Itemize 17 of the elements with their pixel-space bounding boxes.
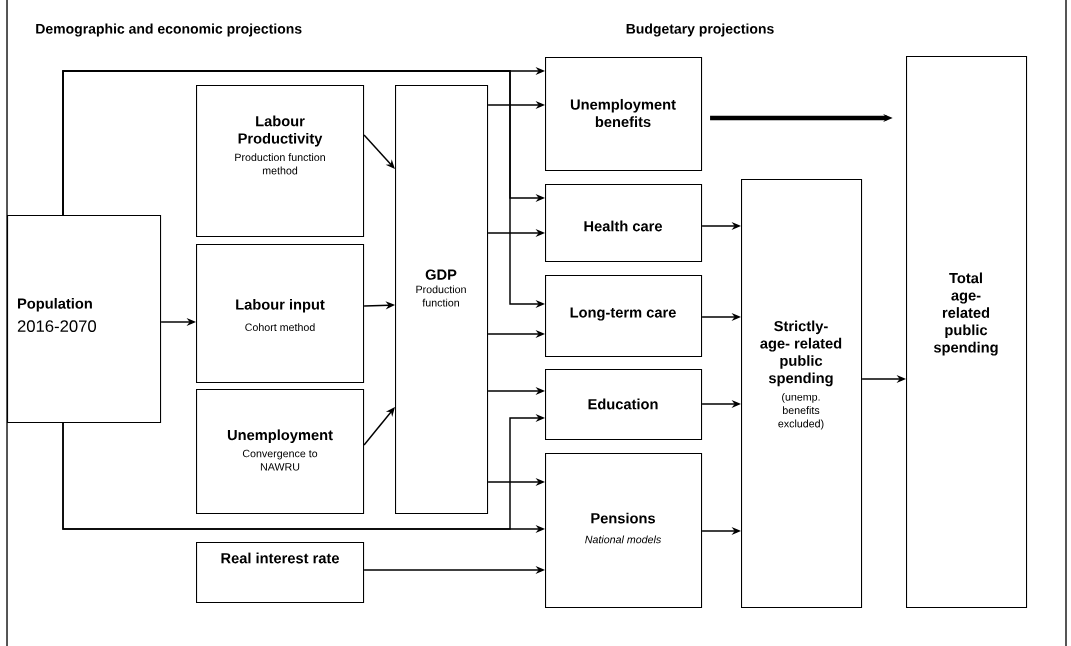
arrow [363, 134, 395, 169]
process-box: GDP Production function [395, 85, 489, 515]
process-box: Unemployment benefits [545, 57, 703, 172]
process-box: Unemployment Convergence to NAWRU [196, 389, 365, 515]
process-box: Long-term care [545, 275, 703, 358]
process-box: Health care [545, 184, 703, 263]
process-box: Labour input Cohort method [196, 244, 365, 384]
process-box: Labour Productivity Production function method [196, 85, 365, 238]
process-box: Real interest rate [196, 542, 365, 604]
arrow [363, 407, 395, 446]
process-box: Total age-related public spending [906, 56, 1028, 609]
process-box: Education [545, 369, 703, 441]
heading: Demographic and economic projections [36, 23, 302, 37]
heading: Budgetary projections [626, 23, 774, 37]
process-box: Population 2016-2070 [7, 215, 162, 424]
process-box: Pensions National models [545, 453, 703, 609]
process-box: Strictly- age- related public spending (unemp. benefits excluded) [741, 179, 863, 609]
